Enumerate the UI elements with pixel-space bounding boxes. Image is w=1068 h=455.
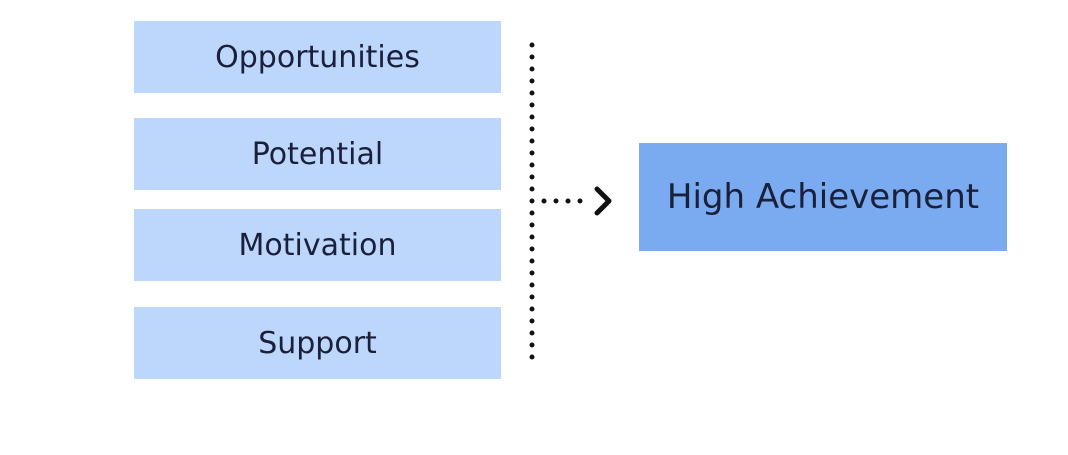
factor-box-motivation: Motivation [134, 209, 501, 281]
factor-label: Motivation [238, 227, 397, 263]
factor-label: Potential [251, 136, 384, 172]
factor-box-opportunities: Opportunities [134, 21, 501, 93]
factor-box-potential: Potential [134, 118, 501, 190]
outcome-box-high-achievement: High Achievement [639, 143, 1007, 251]
factor-label: Opportunities [215, 39, 420, 75]
outcome-label: High Achievement [666, 177, 980, 217]
factor-label: Support [258, 325, 377, 361]
factor-box-support: Support [134, 307, 501, 379]
arrow-head-icon [594, 186, 612, 216]
